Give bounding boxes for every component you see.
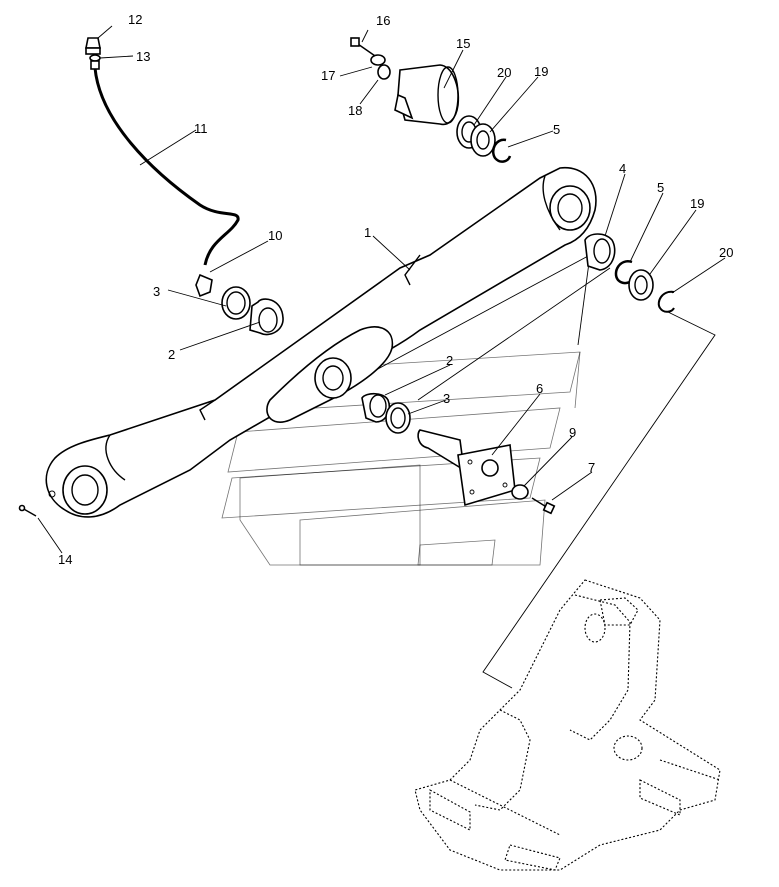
- callout-16: 16: [376, 13, 390, 28]
- tractor-frame-ghost: [414, 579, 721, 871]
- pin-assembly: [350, 37, 460, 126]
- callout-19b: 19: [690, 196, 704, 211]
- callout-11: 11: [194, 121, 208, 136]
- callout-19a: 19: [534, 64, 548, 79]
- grease-nipple: [18, 504, 37, 517]
- callout-9: 9: [569, 425, 576, 440]
- callout-4: 4: [619, 161, 626, 176]
- callout-7: 7: [588, 460, 595, 475]
- callout-2b: 2: [446, 353, 453, 368]
- callout-14: 14: [58, 552, 72, 567]
- lift-arm: [45, 167, 597, 518]
- left-bushing-set: [221, 286, 284, 336]
- callout-3b: 3: [443, 391, 450, 406]
- callout-6: 6: [536, 381, 543, 396]
- callout-5b: 5: [657, 180, 664, 195]
- frame-connection-leader: [482, 311, 716, 689]
- callout-5a: 5: [553, 122, 560, 137]
- callout-17: 17: [321, 68, 335, 83]
- callout-18: 18: [348, 103, 362, 118]
- callout-13: 13: [136, 49, 150, 64]
- grease-hose-assembly: [85, 37, 240, 298]
- upper-ring-stack: [456, 115, 512, 163]
- callout-1: 1: [364, 225, 371, 240]
- middle-bushing-set: [361, 392, 411, 434]
- right-ring-stack: [584, 233, 675, 313]
- callout-2a: 2: [168, 347, 175, 362]
- callout-labels: 1 2 2 3 3 4 5 5 6 7 9 10 11 12 13 14 15 …: [58, 12, 733, 567]
- mounting-plate-assembly: [417, 429, 556, 515]
- callout-12: 12: [128, 12, 142, 27]
- callout-10: 10: [268, 228, 282, 243]
- callout-15: 15: [456, 36, 470, 51]
- callout-20a: 20: [497, 65, 511, 80]
- callout-20b: 20: [719, 245, 733, 260]
- callout-leaders: [37, 25, 726, 554]
- callout-3a: 3: [153, 284, 160, 299]
